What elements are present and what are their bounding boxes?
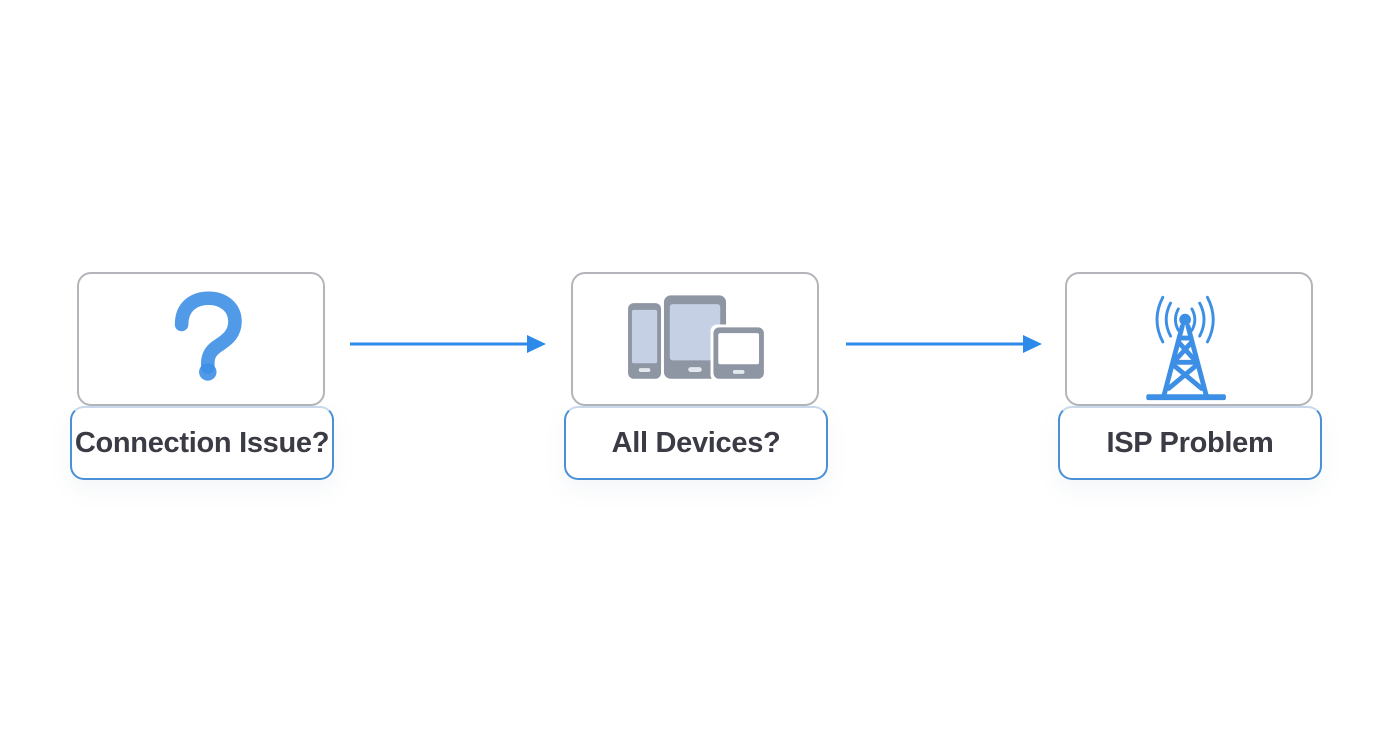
icon-card [571,272,819,406]
node-label-card: All Devices? [564,406,828,480]
node-label-card: Connection Issue? [70,406,334,480]
node-label: Connection Issue? [74,426,330,459]
node-label: All Devices? [611,426,781,459]
node-all-devices: All Devices? [564,272,830,482]
flow-arrow [350,335,546,353]
node-label-card: ISP Problem [1058,406,1322,480]
node-isp-problem: ISP Problem [1058,272,1324,482]
question-mark-icon [174,291,242,381]
devices-icon [628,295,767,382]
icon-card [1065,272,1313,406]
node-connection-issue: Connection Issue? [70,272,336,482]
cell-tower-icon [1146,295,1226,401]
flow-arrow [846,335,1042,353]
icon-card [77,272,325,406]
node-label: ISP Problem [1106,426,1274,459]
